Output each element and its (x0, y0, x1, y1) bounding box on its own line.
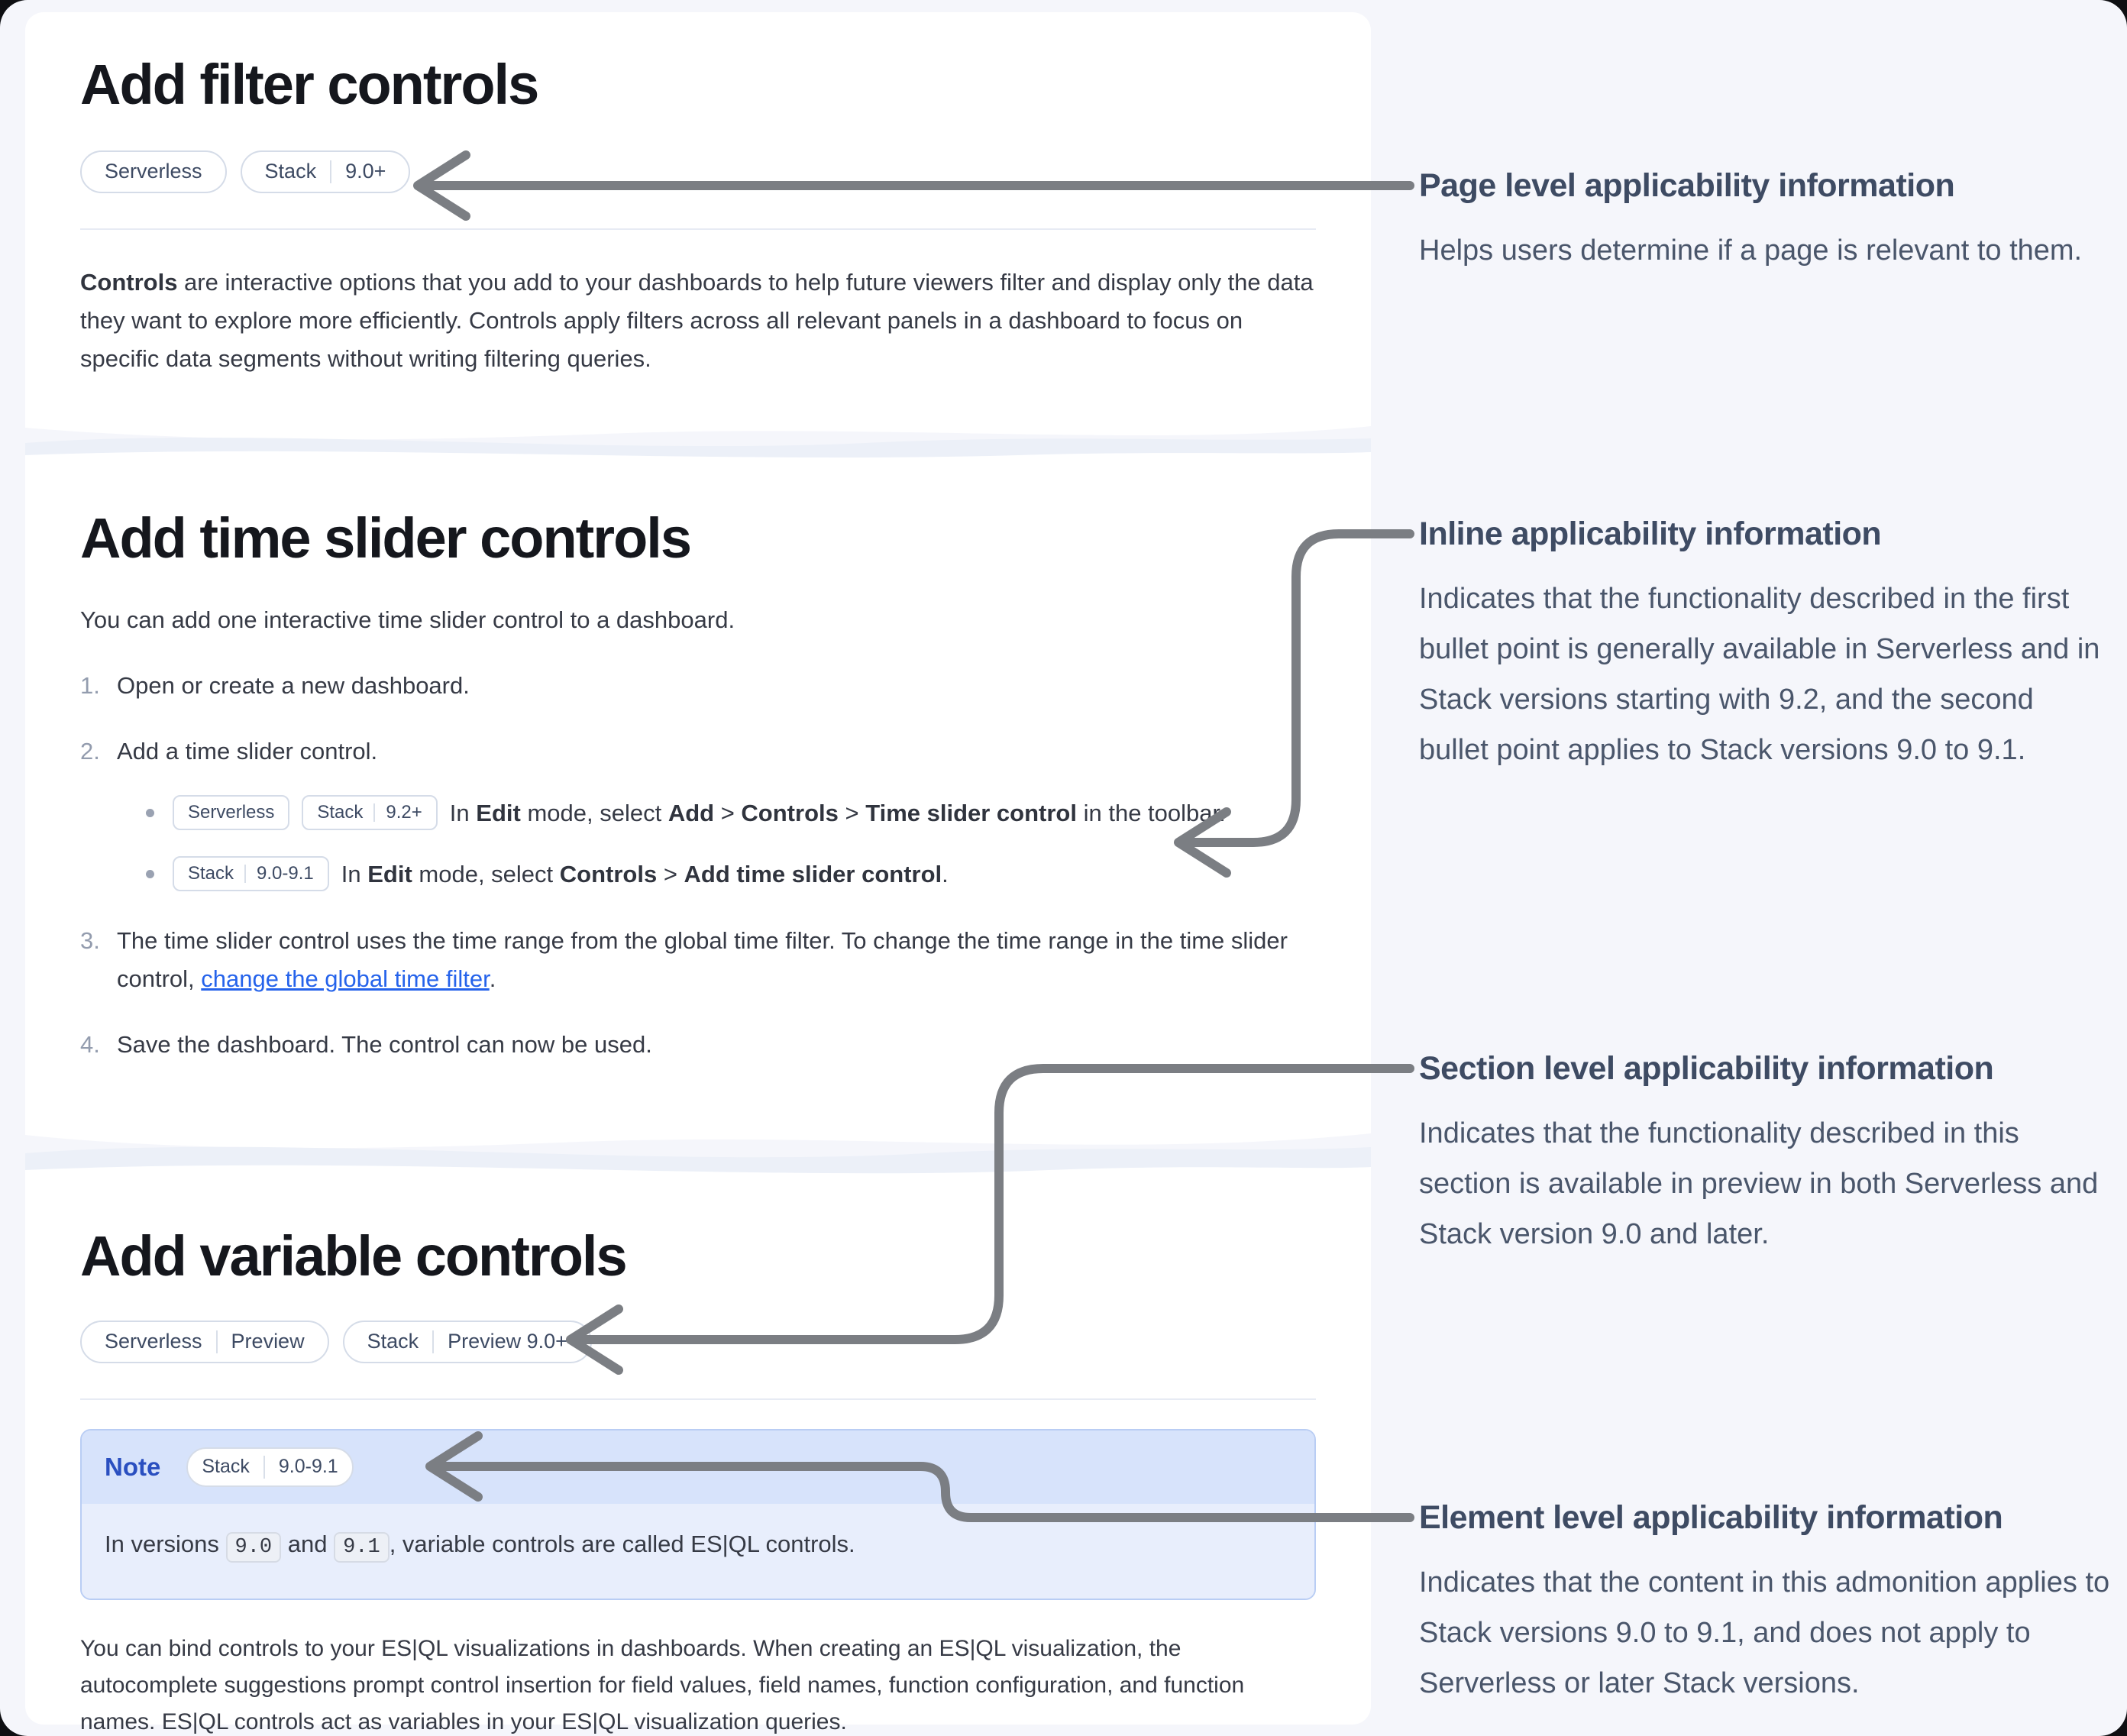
applicability-badge[interactable]: Serverless (173, 794, 290, 830)
badge-segment: Serverless (188, 801, 275, 823)
note-label: Note (105, 1452, 161, 1481)
annotation-heading: Section level applicability information (1419, 1050, 1994, 1087)
badge-divider (244, 864, 247, 883)
step-text: Add a time slider control. (117, 737, 378, 765)
badge-segment: 9.0-9.1 (278, 1456, 338, 1478)
wave-divider (25, 1126, 1371, 1182)
applicability-badge-stack-9-0-plus[interactable]: Stack 9.0+ (240, 150, 411, 193)
ordered-steps: 1. Open or create a new dashboard. 2. Ad… (80, 667, 1316, 1064)
section-heading-add-filter-controls: Add filter controls (80, 53, 539, 116)
step-number: 2. (80, 737, 100, 765)
section-add-variable-controls: Add variable controls Serverless Preview … (25, 1182, 1371, 1734)
badge-divider (432, 1330, 435, 1353)
section-divider (80, 228, 1316, 230)
annotation-heading: Inline applicability information (1419, 516, 1882, 552)
bullet-dot-icon (146, 808, 154, 817)
annotation-body: Indicates that the functionality describ… (1419, 583, 2100, 766)
step-number: 1. (80, 671, 100, 699)
badge-segment: Serverless (105, 1330, 202, 1353)
note-header: Note Stack 9.0-9.1 (82, 1430, 1314, 1504)
badge-segment: Preview (231, 1330, 305, 1353)
badge-segment: 9.2+ (386, 801, 422, 823)
list-item-step-4: 4. Save the dashboard. The control can n… (80, 1026, 1316, 1064)
badge-segment: Stack (367, 1330, 419, 1353)
section-intro: You can add one interactive time slider … (80, 606, 735, 633)
section-paragraph: You can bind controls to your ES|QL visu… (80, 1635, 1245, 1734)
note-text: In versions 9.0 and 9.1, variable contro… (105, 1525, 1291, 1566)
badge-segment: Stack (188, 862, 234, 884)
list-item-step-2: 2. Add a time slider control. (80, 732, 1316, 771)
section-add-filter-controls: Add filter controls Serverless Stack 9.0+… (25, 12, 1371, 420)
step-text: Open or create a new dashboard. (117, 671, 470, 699)
applicability-badge-stack-9-0-9-1[interactable]: Stack 9.0-9.1 (186, 1447, 354, 1487)
note-admonition: Note Stack 9.0-9.1 In versions 9.0 and 9.… (80, 1428, 1316, 1600)
wave-divider (25, 420, 1371, 464)
section-paragraph: Controls are interactive options that yo… (80, 268, 1314, 372)
step-text: The time slider control uses the time ra… (117, 926, 1288, 992)
annotation-heading: Element level applicability information (1419, 1499, 2003, 1536)
applicability-badge-stack-preview-9-0-plus[interactable]: Stack Preview 9.0+ (342, 1320, 592, 1363)
section-applicability-badges: Serverless Preview Stack Preview 9.0+ (80, 1320, 1316, 1363)
badge-segment: 9.0+ (345, 160, 386, 183)
list-item-step-3: 3. The time slider control uses the time… (80, 922, 1316, 998)
annotation-section-level: Section level applicability information … (1419, 1047, 2110, 1259)
annotation-body: Indicates that the functionality describ… (1419, 1117, 2099, 1250)
annotation-page-level: Page level applicability information Hel… (1419, 164, 2110, 276)
annotation-element-level: Element level applicability information … (1419, 1496, 2110, 1709)
annotation-body: Helps users determine if a page is relev… (1419, 234, 2083, 267)
badge-divider (263, 1455, 265, 1479)
badge-divider (215, 1330, 218, 1353)
step-number: 4. (80, 1030, 100, 1058)
badge-segment: 9.0-9.1 (257, 862, 314, 884)
applicability-badge-serverless[interactable]: Serverless (80, 150, 227, 193)
step-text: Save the dashboard. The control can now … (117, 1030, 652, 1058)
annotation-body: Indicates that the content in this admon… (1419, 1566, 2110, 1699)
section-add-time-slider-controls: Add time slider controls You can add one… (25, 464, 1371, 1126)
step-number: 3. (80, 926, 100, 954)
badge-segment: Serverless (105, 160, 202, 183)
badge-divider (330, 160, 332, 183)
annotation-heading: Page level applicability information (1419, 167, 1955, 204)
inline-link[interactable]: change the global time filter (201, 965, 490, 992)
applicability-badge-serverless-preview[interactable]: Serverless Preview (80, 1320, 329, 1363)
badge-segment: Stack (202, 1456, 250, 1478)
applicability-badge[interactable]: Stack 9.2+ (302, 794, 438, 830)
badge-segment: Stack (317, 801, 364, 823)
list-item-step-1: 1. Open or create a new dashboard. (80, 667, 1316, 705)
note-body: In versions 9.0 and 9.1, variable contro… (82, 1503, 1314, 1599)
section-divider (80, 1398, 1316, 1400)
badge-segment: Preview 9.0+ (448, 1330, 567, 1353)
applicability-badge[interactable]: Stack 9.0-9.1 (173, 855, 329, 891)
badge-segment: Stack (264, 160, 317, 183)
bullet-dot-icon (146, 869, 154, 878)
page-applicability-badges: Serverless Stack 9.0+ (80, 150, 1316, 193)
inline-code: 9.0 (225, 1531, 282, 1563)
inline-code: 9.1 (334, 1531, 390, 1563)
annotation-inline-level: Inline applicability information Indicat… (1419, 512, 2110, 775)
section-heading-add-time-slider-controls: Add time slider controls (80, 506, 692, 570)
badge-divider (373, 803, 376, 822)
section-heading-add-variable-controls: Add variable controls (80, 1224, 628, 1288)
